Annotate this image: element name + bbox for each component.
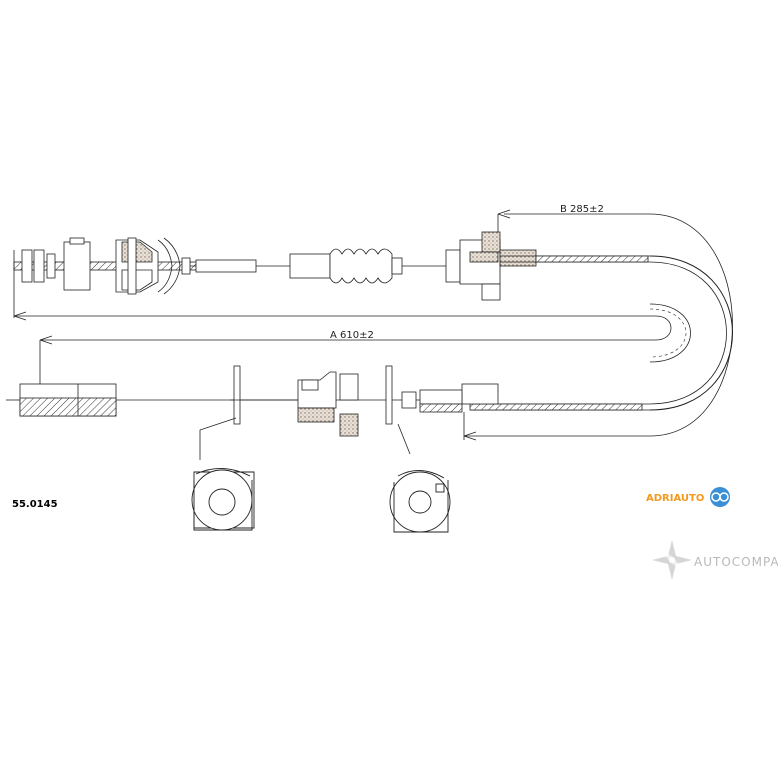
circle-logo-icon [710,487,730,507]
nut-left [21,249,33,283]
upper-cable-assembly [13,231,537,301]
brand-logo: ADRIAUTO [646,487,730,507]
boot-sleeve [289,253,331,279]
dimension-a [13,250,672,384]
rod-sleeve [195,259,257,273]
dimension-a-label: A 610±2 [330,330,374,341]
section-view-right [389,470,451,533]
compass-star-icon [652,540,692,580]
watermark-text: AUTOCOMPAS [694,555,778,569]
section-view-left [191,468,255,531]
section-callouts [199,417,411,460]
dust-boot [329,248,393,284]
watermark: AUTOCOMPAS [652,540,778,580]
nut-right [33,249,45,283]
dimension-b-label: B 285±2 [560,204,604,215]
adjuster-block [63,241,91,291]
part-number: 55.0145 [12,499,58,510]
lower-cable-assembly [6,365,420,437]
brand-name: ADRIAUTO [646,493,704,504]
